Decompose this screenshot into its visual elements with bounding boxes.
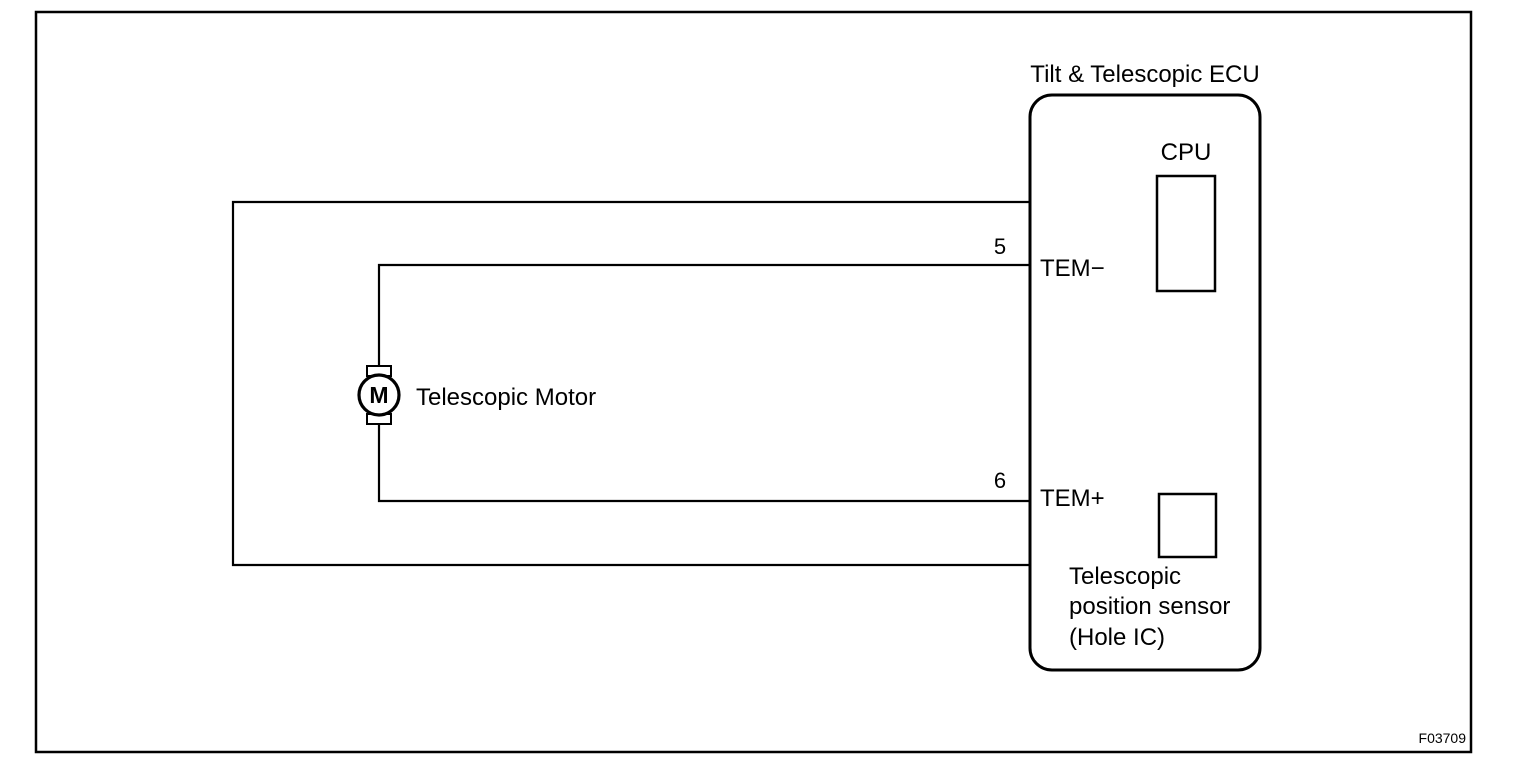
pin-6-name: TEM+ [1040, 485, 1105, 512]
pin-5-number: 5 [994, 234, 1006, 259]
sensor-label-line-3: (Hole IC) [1069, 624, 1165, 651]
tem-plus-wire [377, 424, 1030, 503]
motor-symbol: M [369, 382, 388, 408]
diagram-frame [34, 10, 1473, 754]
motor-circle [357, 373, 401, 417]
position-sensor-block [1157, 492, 1218, 559]
sensor-label-line-2: position sensor [1069, 593, 1230, 620]
cpu-block [1155, 174, 1217, 293]
outer-loop-wire [231, 200, 1030, 567]
telescopic-motor: M [357, 365, 401, 425]
cpu-label: CPU [1161, 139, 1212, 166]
pin-5-name: TEM− [1040, 255, 1105, 282]
ecu-title: Tilt & Telescopic ECU [1030, 61, 1259, 88]
sensor-label-line-1: Telescopic [1069, 563, 1181, 590]
pin-6-number: 6 [994, 468, 1006, 493]
figure-code: F03709 [1419, 730, 1467, 746]
tem-minus-wire [377, 263, 1030, 366]
motor-label: Telescopic Motor [416, 384, 596, 411]
